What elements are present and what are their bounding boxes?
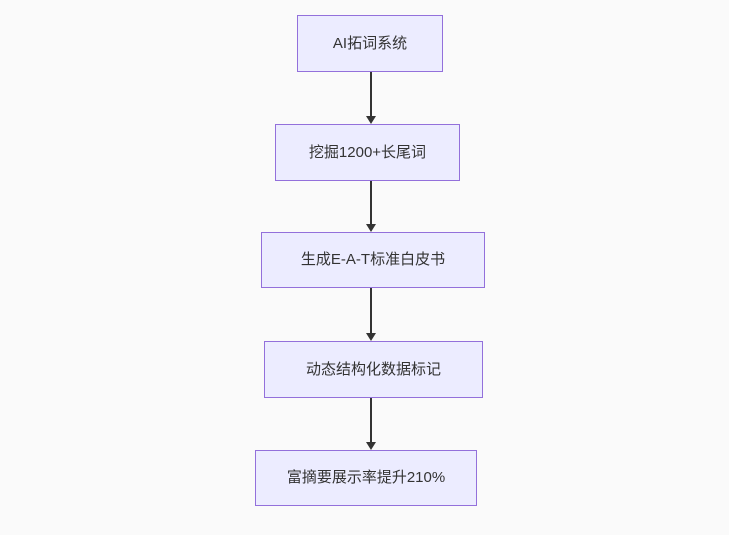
node-label: 动态结构化数据标记	[305, 360, 441, 378]
flowchart-edge-2	[365, 181, 377, 232]
node-label: 富摘要展示率提升210%	[286, 469, 446, 486]
arrow-line	[370, 398, 372, 442]
flowchart-edge-1	[365, 72, 377, 124]
flowchart-edge-4	[365, 398, 377, 450]
flowchart-edge-3	[365, 288, 377, 341]
arrow-down-icon	[366, 442, 376, 450]
flowchart-node-ai-word-expansion-system: AI拓词系统	[297, 15, 443, 72]
arrow-line	[370, 72, 372, 116]
node-label: AI拓词系统	[332, 34, 408, 52]
arrow-down-icon	[366, 333, 376, 341]
flowchart-node-rich-snippet-rate-increase: 富摘要展示率提升210%	[255, 450, 477, 506]
flowchart-node-dynamic-structured-data-markup: 动态结构化数据标记	[264, 341, 483, 398]
arrow-down-icon	[366, 116, 376, 124]
arrow-down-icon	[366, 224, 376, 232]
flowchart-node-generate-eat-whitepaper: 生成E-A-T标准白皮书	[261, 232, 485, 288]
flowchart-node-mine-longtail-keywords: 挖掘1200+长尾词	[275, 124, 460, 181]
arrow-line	[370, 181, 372, 224]
node-label: 生成E-A-T标准白皮书	[300, 251, 446, 268]
arrow-line	[370, 288, 372, 333]
node-label: 挖掘1200+长尾词	[308, 143, 427, 161]
